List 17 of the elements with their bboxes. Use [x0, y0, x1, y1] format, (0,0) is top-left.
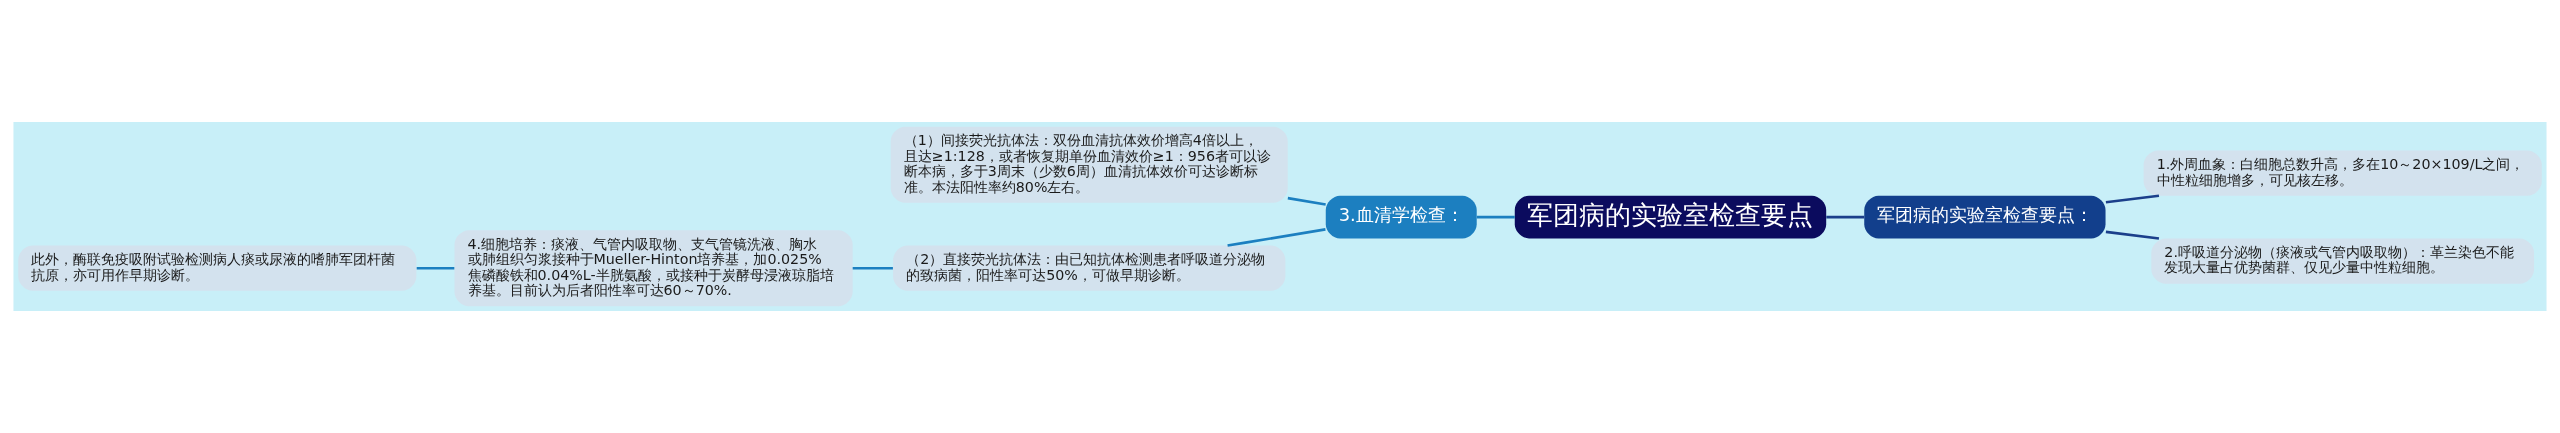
node-box: 2.呼吸道分泌物（痰液或气管内吸取物）：革兰染色不能发现大量占优势菌群、仅见少量中性粒细胞。 [2151, 238, 2535, 284]
connector [2105, 194, 2160, 204]
node-box: 1.外周血象：白细胞总数升高，多在10～20×109/L之间，中性粒细胞增多，可见核左移。 [2143, 150, 2542, 196]
connector [2105, 230, 2160, 240]
connector [1476, 215, 1515, 219]
node-box: 军团病的实验室检查要点 [1514, 195, 1827, 239]
node-box: 3.血清学检查： [1325, 195, 1477, 239]
node-box: 此外，酶联免疫吸附试验检测病人痰或尿液的嗜肺军团杆菌抗原，亦可用作早期诊断。 [18, 245, 417, 291]
connector [1826, 215, 1865, 219]
node-box: （1）间接荧光抗体法：双份血清抗体效价增高4倍以上，且达≥1:128，或者恢复期单份血清效价≥1：956者可以诊断本病，多于3周末（少数6周）血清抗体效价可达诊断标准。本法阳性率约80%左右。 [890, 126, 1288, 203]
node-box: 4.细胞培养：痰液、气管内吸取物、支气管镜洗液、胸水或肺组织匀浆接种于Mueller-Hinton培养基，加0.025%焦磷酸铁和0.04%L-半胱氨酸，或接种于炭酵母浸液琼脂培养基。目前认为后者阳性率可达60～70%. [454, 230, 853, 307]
connector [852, 266, 893, 270]
node-box: 军团病的实验室检查要点： [1864, 195, 2106, 239]
connector [1287, 196, 1326, 206]
connector [416, 266, 455, 270]
connector [1227, 228, 1326, 247]
node-box: （2）直接荧光抗体法：由已知抗体检测患者呼吸道分泌物的致病菌，阳性率可达50%，可做早期诊断。 [893, 245, 1286, 291]
